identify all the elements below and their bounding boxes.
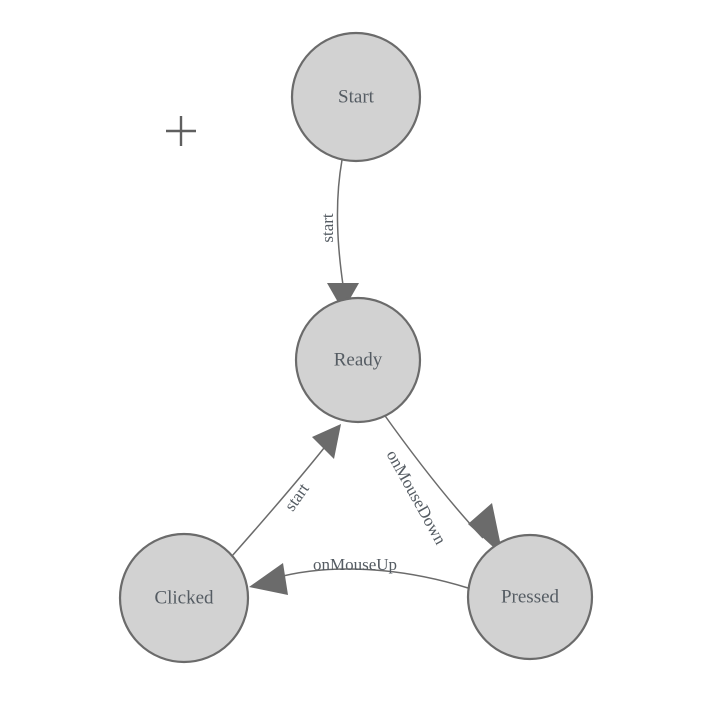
state-node-label: Ready (334, 349, 383, 370)
edge-clicked-to-ready[interactable]: start (231, 424, 341, 557)
state-node-label: Clicked (154, 587, 214, 608)
edge-path (231, 447, 325, 557)
edge-label-pressed-to-clicked: onMouseUp (313, 555, 397, 574)
state-node-pressed[interactable]: Pressed (466, 533, 594, 661)
edge-ready-to-pressed[interactable]: onMouseDown (382, 412, 503, 556)
edge-label-start-to-ready: start (318, 213, 337, 243)
state-node-label: Pressed (501, 586, 560, 607)
arrowhead-icon (468, 503, 503, 556)
state-node-ready[interactable]: Ready (294, 296, 422, 424)
crosshair-cursor-icon (166, 116, 196, 146)
arrowhead-icon (327, 283, 359, 311)
edge-path (336, 159, 344, 286)
edge-label-clicked-to-ready: start (281, 479, 314, 514)
node-shape (294, 296, 422, 424)
state-node-start[interactable]: Start (290, 31, 422, 163)
edge-start-to-ready[interactable]: start (318, 159, 359, 311)
arrowhead-icon (249, 563, 288, 595)
edge-label-ready-to-pressed: onMouseDown (383, 447, 451, 548)
state-node-clicked[interactable]: Clicked (118, 532, 250, 664)
edge-path (274, 568, 469, 589)
node-shape (118, 532, 250, 664)
arrowhead-icon (312, 424, 341, 459)
state-node-label: Start (338, 86, 375, 107)
edge-pressed-to-clicked[interactable]: onMouseUp (249, 555, 469, 595)
node-shape (290, 31, 422, 163)
node-shape (466, 533, 594, 661)
